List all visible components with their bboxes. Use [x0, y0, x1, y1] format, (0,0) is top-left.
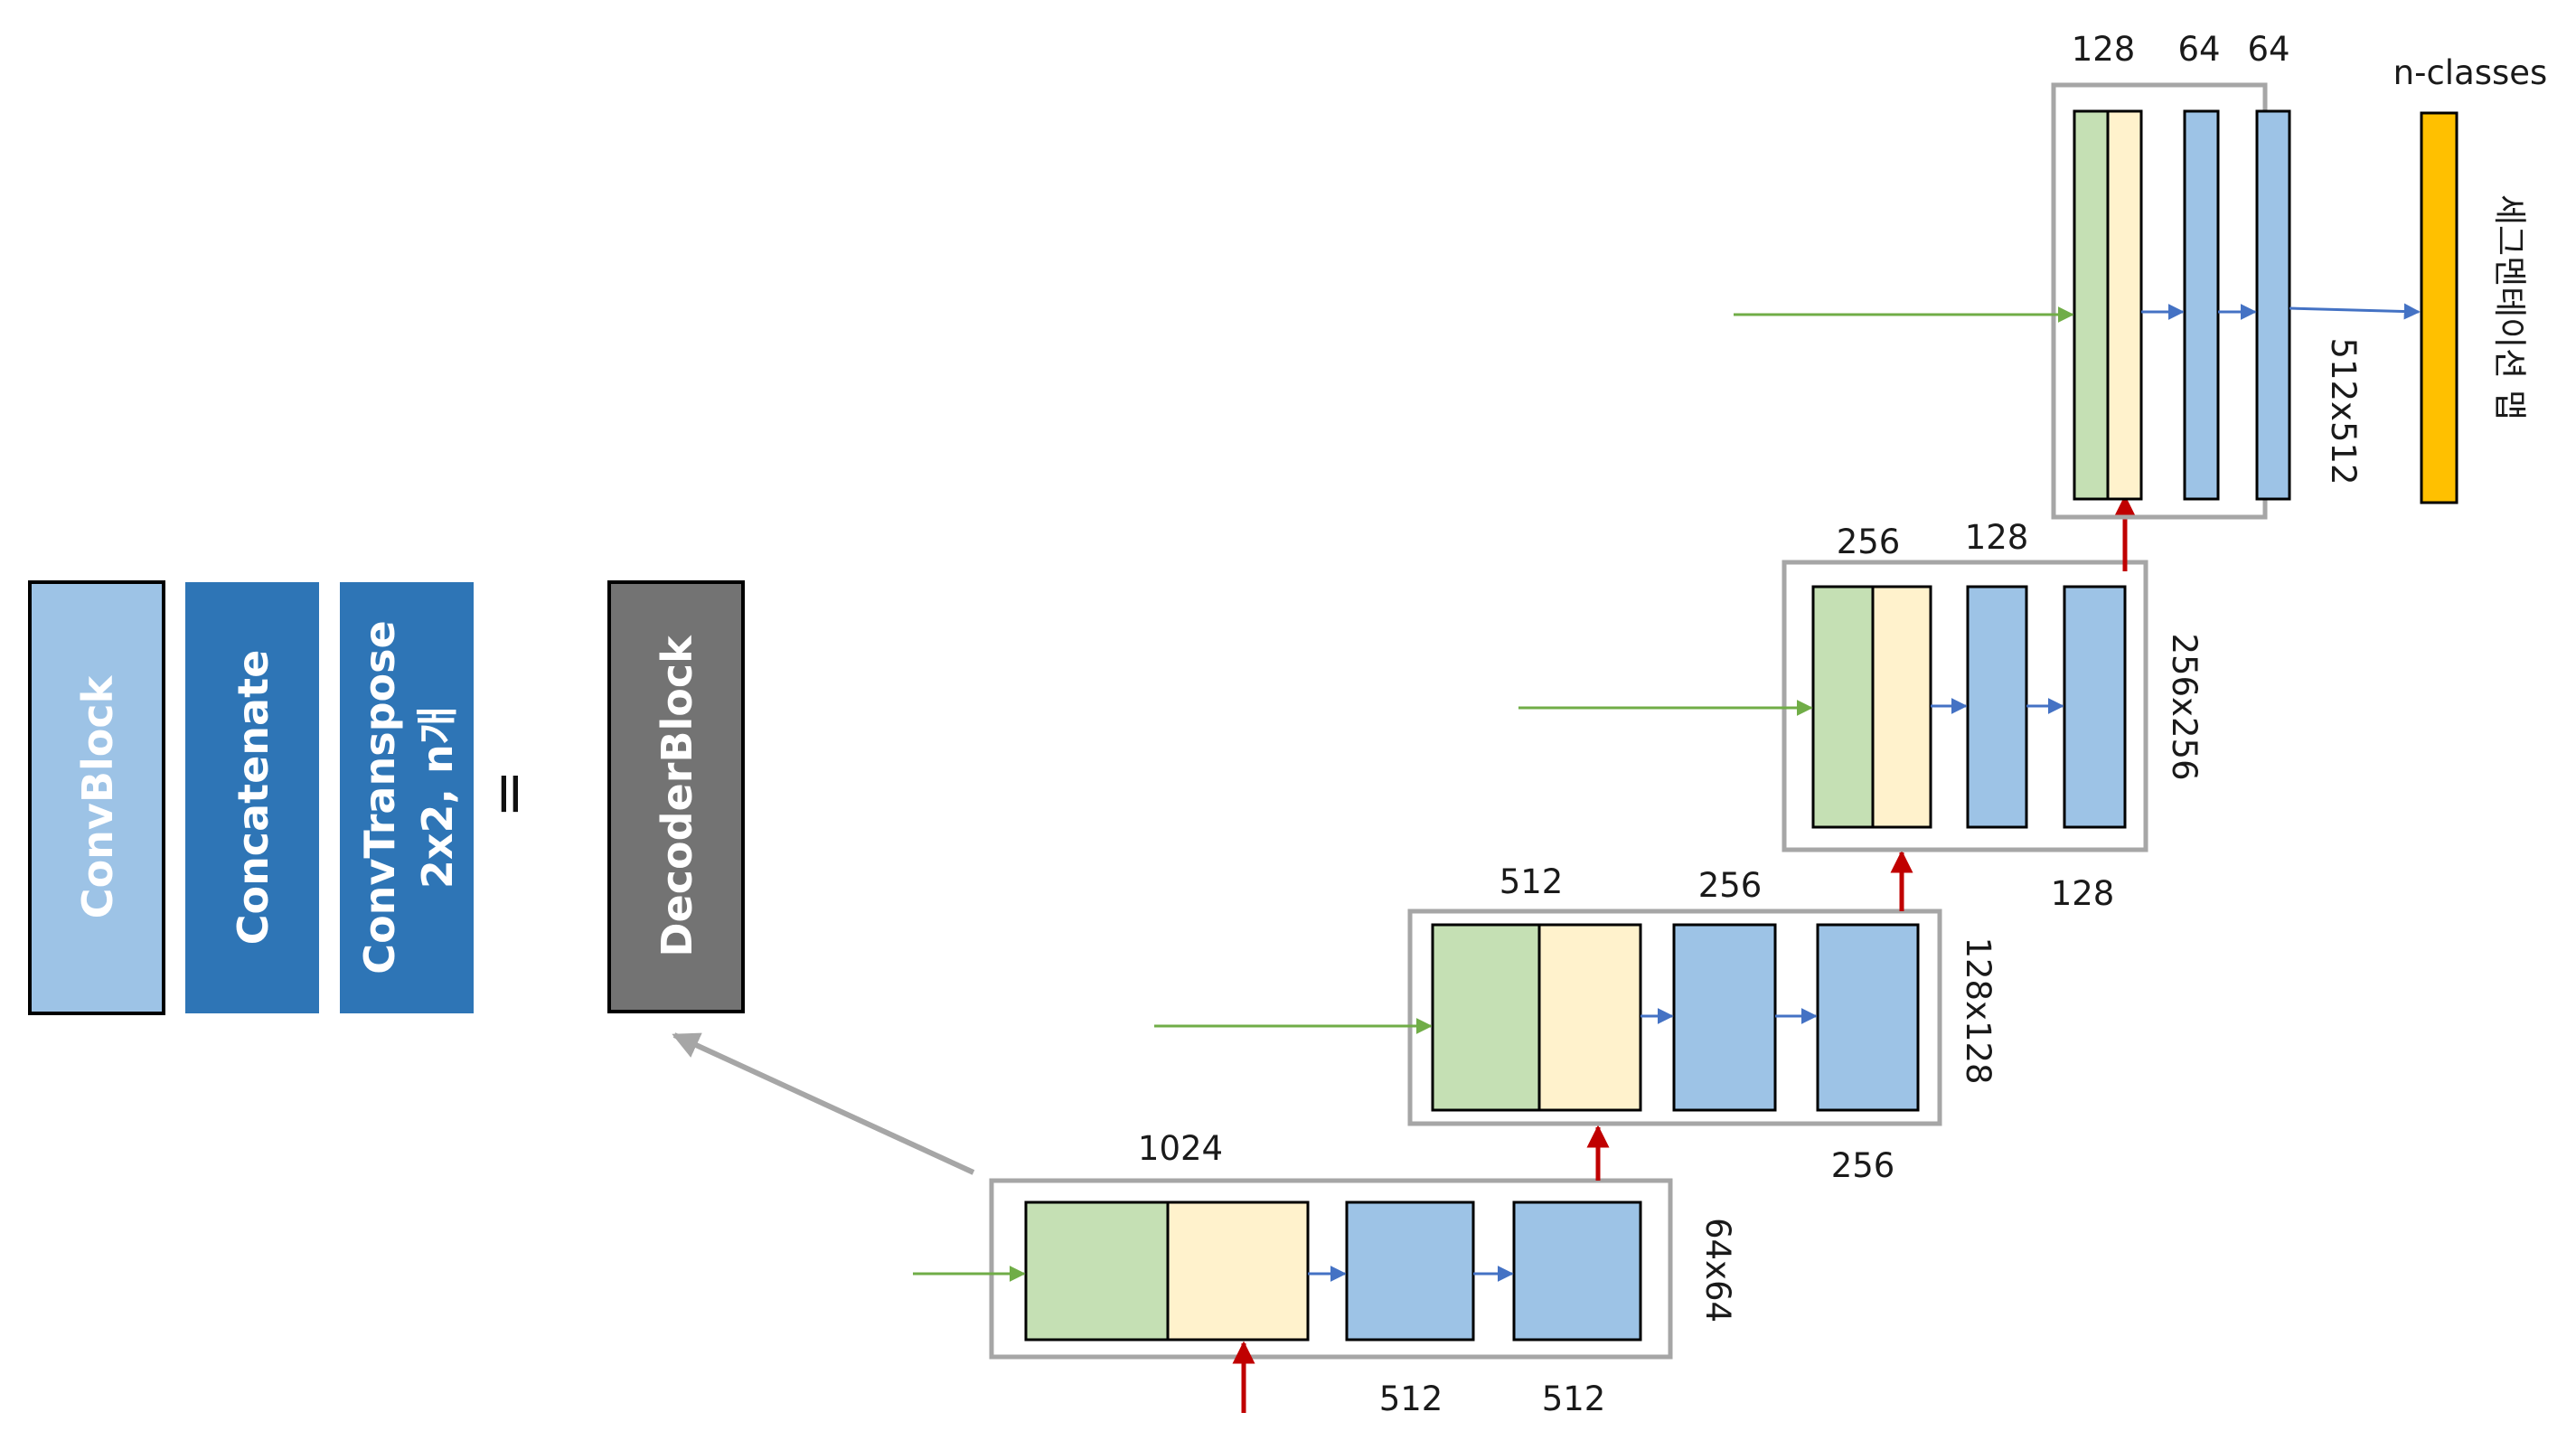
block-4-concat-label: 128 — [2072, 30, 2136, 69]
block-3-skip-feature — [1811, 585, 1875, 829]
output: n-classes 세그멘테이션 맵 — [2289, 53, 2548, 504]
output-classes-label: n-classes — [2393, 53, 2548, 92]
block-3-resolution: 256x256 — [2165, 633, 2204, 780]
block-2-conv-2 — [1816, 923, 1920, 1112]
block-3-conv-2-label: 128 — [2051, 874, 2115, 913]
decoder-block-3: 256 128 128 256x256 — [1518, 518, 2204, 913]
legend-concatenate-label: Concatenate — [229, 650, 277, 946]
legend-convblock: ConvBlock — [28, 580, 165, 1015]
block-1-conv-1-label: 512 — [1379, 1379, 1443, 1418]
legend: ConvBlock Concatenate ConvTranspose 2x2,… — [28, 580, 745, 1015]
block-3-concat-label: 256 — [1837, 523, 1901, 561]
legend-convtranspose: ConvTranspose 2x2, n개 — [340, 582, 474, 1013]
block-4-upsampled-feature — [2106, 109, 2143, 501]
block-2-skip-feature — [1431, 923, 1541, 1112]
block-4-conv-2-label: 64 — [2247, 30, 2289, 69]
decoder-block-1: 1024 512 512 64x64 — [913, 1129, 1737, 1418]
legend-concatenate: Concatenate — [185, 582, 319, 1013]
block-2-concat-label: 512 — [1500, 862, 1564, 901]
block-4-conv-1-label: 64 — [2177, 30, 2220, 69]
block-4-conv-1 — [2183, 109, 2220, 501]
block-3-conv-1-label: 128 — [1965, 518, 2029, 557]
block-2-frame — [1407, 909, 1942, 1126]
block-1-conv-2-label: 512 — [1542, 1379, 1606, 1418]
block-2-conv-1-label: 256 — [1698, 866, 1763, 905]
legend-equals-sign: = — [475, 769, 542, 818]
block-3-conv-2 — [2063, 585, 2127, 829]
legend-convtranspose-label-line2: 2x2, n개 — [413, 706, 462, 889]
legend-decoderblock: DecoderBlock — [607, 580, 745, 1013]
block-2-conv-2-label: 256 — [1831, 1146, 1895, 1185]
block-2-upsampled-feature — [1537, 923, 1642, 1112]
decoder-block-4: 128 64 64 512x512 — [1734, 30, 2363, 520]
decoder-block-2: 512 256 256 128x128 — [1154, 862, 1998, 1185]
block-1-skip-feature — [1024, 1200, 1170, 1342]
block-2-resolution: 128x128 — [1959, 937, 1998, 1084]
block-4-skip-feature — [2073, 109, 2110, 501]
legend-convblock-label: ConvBlock — [73, 674, 122, 918]
decoderblock-pointer-arrow — [672, 1032, 975, 1175]
block-3-frame — [1782, 560, 2148, 852]
output-arrow — [2289, 303, 2421, 320]
legend-convtranspose-label-line1: ConvTranspose — [355, 620, 404, 974]
block-1-frame — [989, 1178, 1673, 1360]
block-4-conv-2 — [2255, 109, 2291, 501]
block-1-concat-label: 1024 — [1138, 1129, 1223, 1168]
legend-decoderblock-label: DecoderBlock — [653, 635, 701, 957]
output-map-label: 세그멘테이션 맵 — [2490, 194, 2529, 420]
block-3-conv-1 — [1966, 585, 2028, 829]
block-1-conv-1 — [1345, 1200, 1475, 1342]
block-4-resolution: 512x512 — [2324, 337, 2363, 485]
output-segmentation-map — [2420, 111, 2458, 504]
block-2-conv-1 — [1672, 923, 1777, 1112]
block-3-upsampled-feature — [1871, 585, 1932, 829]
block-1-resolution: 64x64 — [1698, 1218, 1737, 1323]
block-1-conv-2 — [1512, 1200, 1642, 1342]
block-1-upsampled-feature — [1166, 1200, 1310, 1342]
